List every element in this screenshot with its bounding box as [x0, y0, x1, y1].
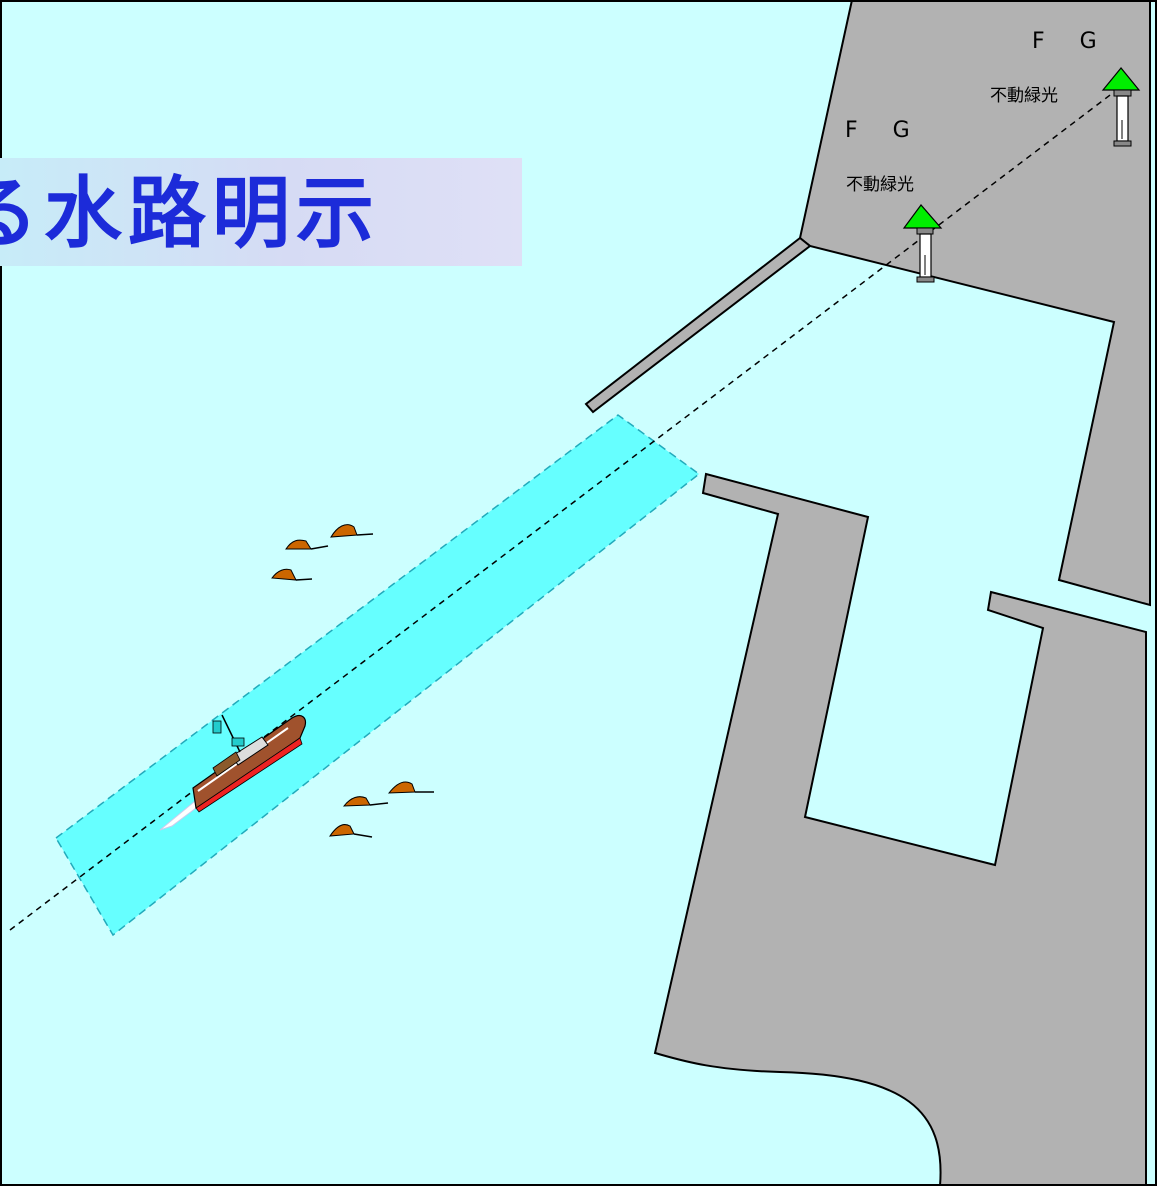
rock-icon: [329, 824, 373, 838]
title-banner: [0, 158, 522, 266]
rock-icon: [285, 539, 329, 550]
light-code-1: F G: [845, 118, 924, 143]
lighthouse-icon: [902, 204, 943, 283]
light-name-2: 不動緑光: [990, 86, 1058, 106]
light-code-2: F G: [1032, 29, 1111, 54]
navigation-channel: [55, 414, 701, 937]
land-south-pier: [653, 472, 1147, 1186]
rock-icon: [330, 524, 374, 538]
rock-icon: [387, 781, 434, 794]
lighthouse-icon: [1101, 67, 1141, 147]
page-title: る水路明示: [0, 169, 381, 259]
rock-icon: [271, 568, 313, 581]
breakwater: [584, 236, 812, 414]
light-name-1: 不動緑光: [846, 175, 914, 195]
rock-icon: [342, 796, 389, 807]
ship-icon: [159, 714, 307, 831]
